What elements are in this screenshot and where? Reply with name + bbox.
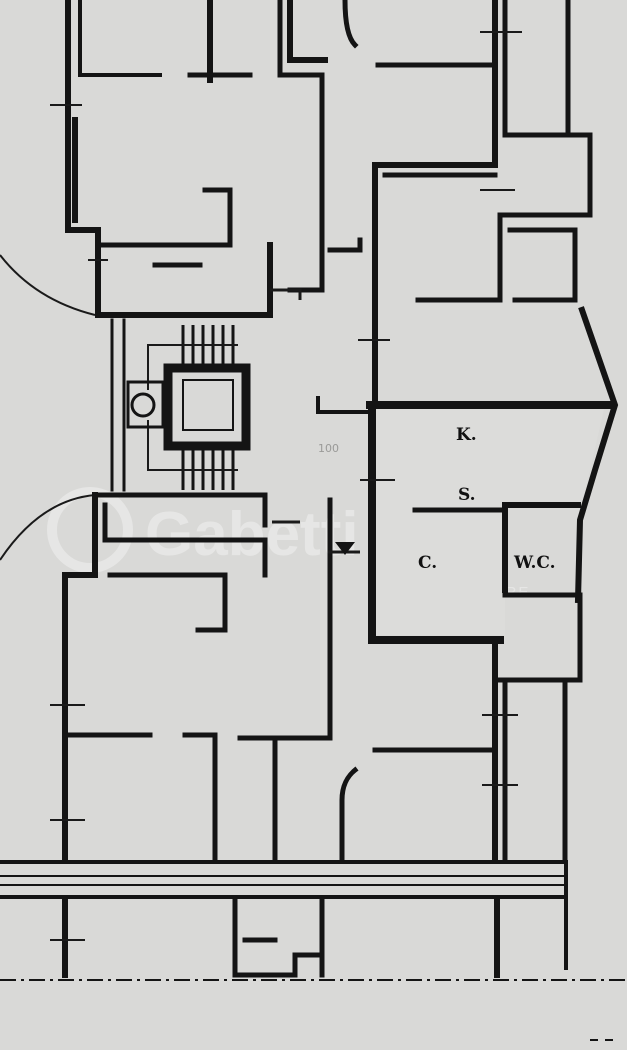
- upper-right-unit: [287, 0, 593, 403]
- lower-left-unit: [0, 492, 333, 863]
- highlighted-unit-left-wall: [368, 401, 504, 644]
- bottom-wall-2: [232, 897, 293, 978]
- watermark-brand: Gabetti: [145, 500, 359, 569]
- upper-right-curve: [342, 0, 359, 49]
- lower-left-wall-7: [237, 497, 333, 741]
- upper-left-door: [270, 288, 302, 300]
- upper-left-wall-6: [97, 187, 233, 248]
- stair-block: [126, 380, 165, 429]
- lower-left-wall-3: [102, 502, 268, 578]
- elevator-shaft: [163, 363, 251, 451]
- room-label-living: S.: [458, 485, 476, 505]
- highlighted-unit-bay: [574, 306, 619, 604]
- lower-right-unit: [328, 542, 568, 863]
- highlighted-unit-fill: [372, 405, 605, 635]
- upper-right-wall-7: [507, 227, 578, 303]
- lower-left-wall-4: [107, 572, 228, 633]
- lower-right-fixture-icon: [335, 542, 355, 555]
- upper-right-wall-3: [372, 0, 498, 403]
- wc-bottom-wall: [497, 592, 583, 683]
- upper-left-outer-wall: [65, 0, 273, 318]
- room-label-bedroom: C.: [418, 553, 437, 573]
- upper-left-arc: [0, 254, 96, 316]
- bottom-wall-4: [292, 952, 321, 978]
- lower-left-arc: [0, 494, 96, 561]
- room-label-kitchen: K.: [456, 425, 477, 445]
- upper-left-wall-5: [277, 0, 325, 293]
- balcony: [0, 860, 568, 970]
- lower-right-curve: [339, 766, 359, 863]
- highlighted-unit: K. S. C. W.C.: [360, 306, 619, 683]
- corridor-wall: [316, 396, 370, 414]
- lower-left-wall-6: [182, 732, 218, 863]
- upper-left-inner-wall: [78, 0, 162, 77]
- bottom-strip: [0, 897, 627, 1041]
- lower-left-wall-1: [92, 492, 268, 528]
- watermark-logo-icon: [47, 487, 133, 573]
- elevator-inner: [182, 379, 234, 431]
- stair-spiral-icon: [130, 392, 156, 418]
- stair-guide-top: [147, 344, 238, 390]
- upper-right-wall-1: [287, 0, 328, 63]
- corridor-faint-label: 100: [318, 442, 339, 455]
- upper-left-unit: [0, 0, 325, 318]
- lower-left-wall-2: [62, 492, 98, 863]
- stair-guide-bottom: [147, 420, 238, 471]
- upper-right-wall-4: [497, 0, 593, 303]
- stairwell: 100: [110, 318, 370, 492]
- room-label-bathroom: W.C.: [513, 553, 556, 573]
- upper-right-wall-9: [327, 237, 363, 253]
